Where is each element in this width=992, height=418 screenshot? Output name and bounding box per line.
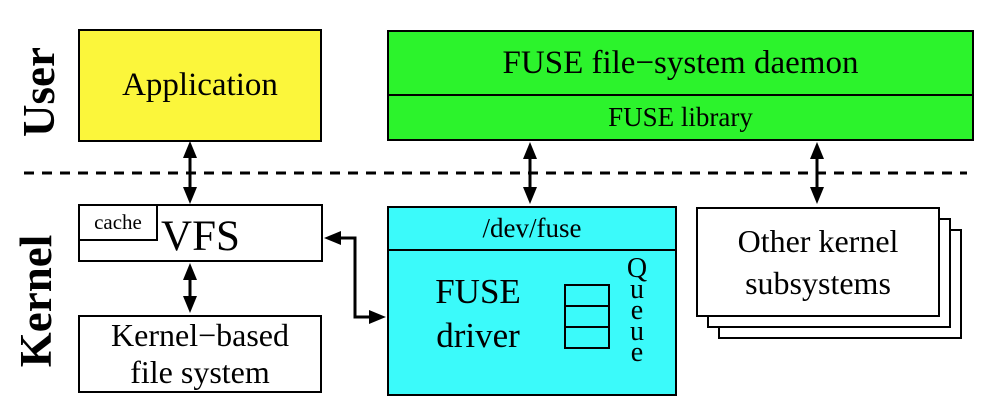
- kernel-fs-line1: Kernel−based: [111, 317, 289, 353]
- vfs-label: VFS: [161, 212, 240, 260]
- queue-cell: [564, 326, 610, 349]
- cache-label: cache: [94, 210, 142, 234]
- other-kernel-line2: subsystems: [745, 265, 891, 301]
- queue-label: Q u e u e: [615, 253, 659, 368]
- queue-letter: u: [630, 274, 644, 305]
- fuse-driver-line1: FUSE: [435, 272, 521, 311]
- fuse-daemon-box: FUSE file−system daemon FUSE library: [387, 30, 974, 141]
- dev-fuse-header: /dev/fuse: [389, 208, 675, 251]
- arrow-vfs-fusedriver-elbow: [324, 231, 386, 324]
- kernel-fs-line2: file system: [130, 354, 270, 390]
- arrow-vfs-kernelfs: [183, 263, 197, 313]
- fuse-library-section: FUSE library: [389, 94, 972, 139]
- other-kernel-line1: Other kernel: [737, 223, 899, 259]
- kernel-fs-box: Kernel−based file system: [78, 315, 322, 393]
- queue-letter: e: [630, 337, 644, 368]
- fuse-driver-box: /dev/fuse FUSE driver Q u e u e: [387, 206, 677, 396]
- arrow-daemon-otherkernel: [810, 142, 824, 204]
- user-space-label: User: [14, 47, 64, 137]
- queue-letter: e: [630, 295, 644, 326]
- arrow-application-vfs: [183, 141, 197, 204]
- queue-cell: [564, 284, 610, 307]
- kernel-space-label: Kernel: [11, 234, 61, 368]
- queue-letter: u: [630, 316, 644, 347]
- fuse-driver-line2: driver: [436, 316, 520, 355]
- application-label: Application: [122, 67, 278, 103]
- queue-cell: [564, 305, 610, 328]
- request-queue-cells: [564, 284, 610, 349]
- vfs-cache-box: cache: [78, 204, 158, 241]
- application-box: Application: [78, 29, 322, 142]
- arrow-daemon-fusedriver: [523, 142, 537, 204]
- fuse-daemon-title: FUSE file−system daemon: [502, 44, 859, 81]
- other-kernel-box: Other kernel subsystems: [696, 207, 940, 317]
- queue-letter: Q: [626, 253, 648, 284]
- fuse-driver-label: FUSE driver: [398, 270, 558, 358]
